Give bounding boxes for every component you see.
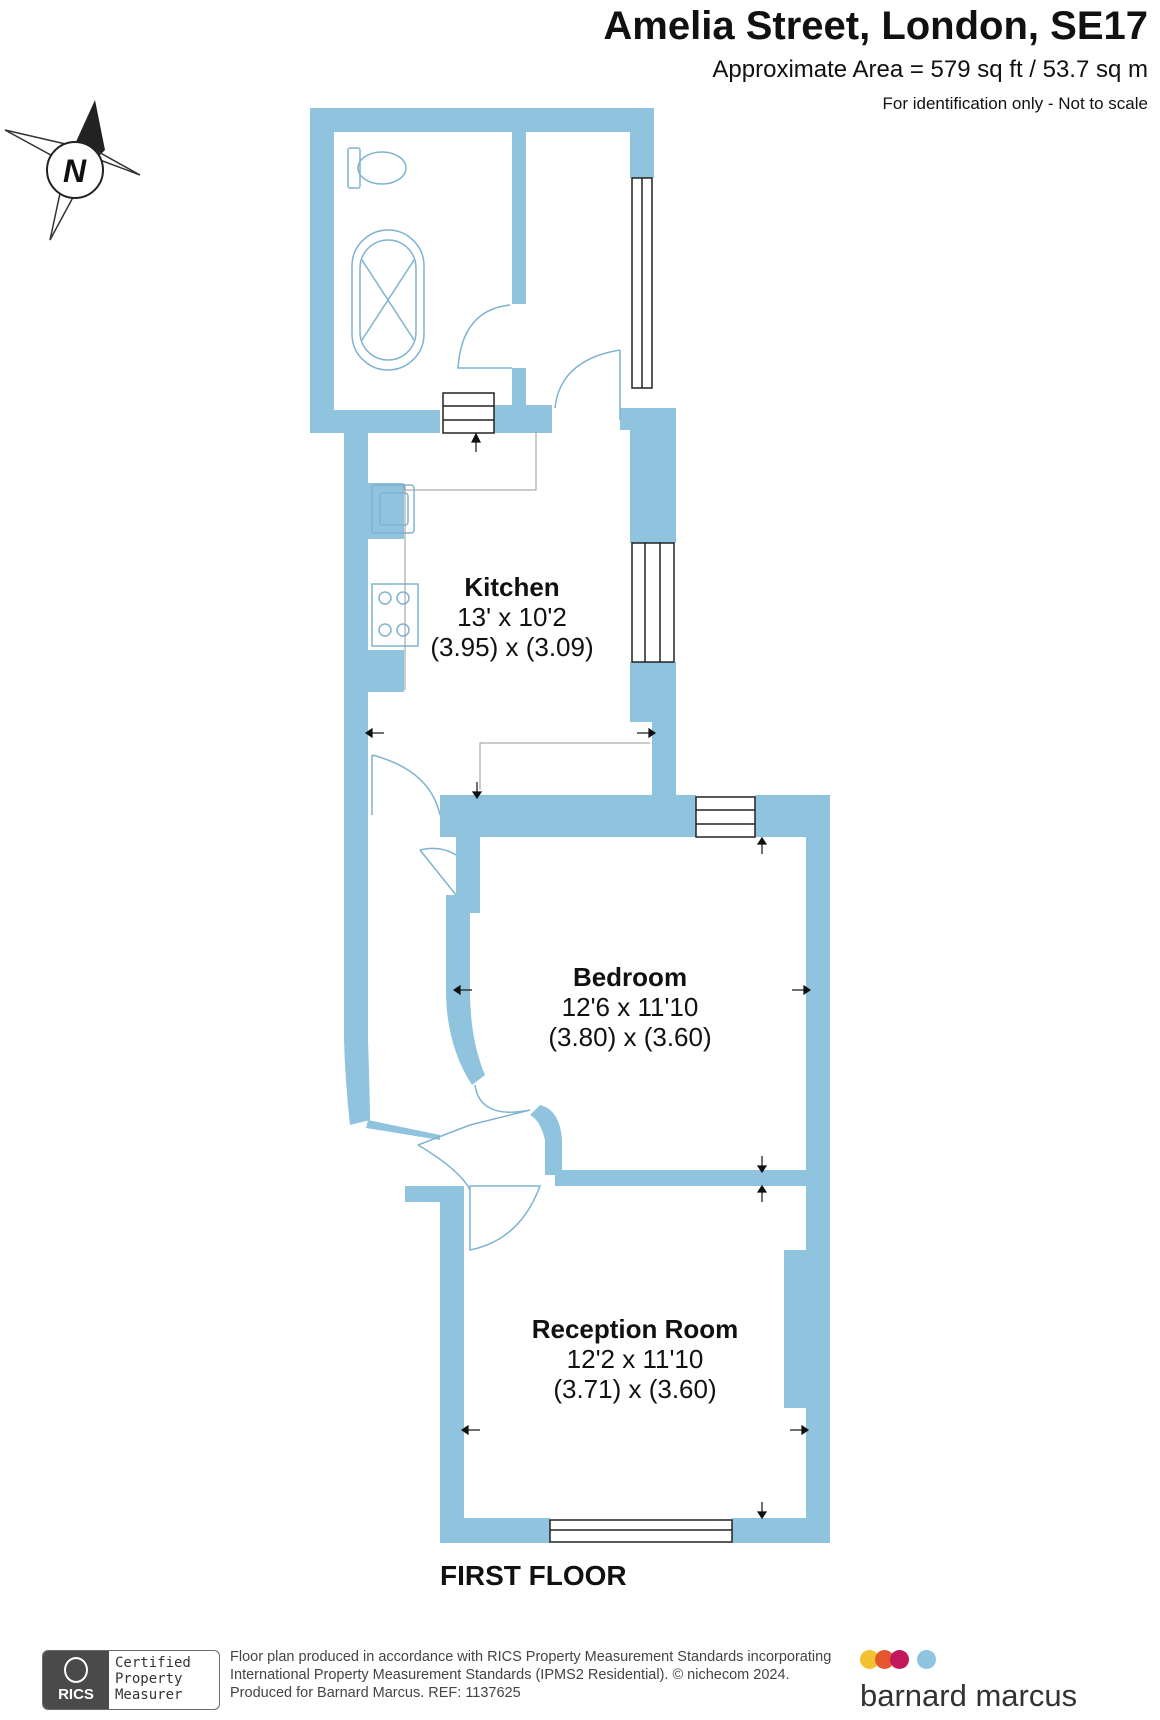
room-size-metric: (3.71) x (3.60)	[553, 1374, 717, 1404]
room-name: Kitchen	[464, 572, 560, 602]
dimension-markers	[364, 432, 812, 1520]
bathtub-icon	[351, 229, 425, 371]
brand-name: barnard marcus	[860, 1678, 1078, 1713]
property-title: Amelia Street, London, SE17	[603, 4, 1148, 48]
room-size-imperial: 13' x 10'2	[457, 602, 567, 632]
rics-logo-icon: RICS	[43, 1651, 109, 1709]
room-size-imperial: 12'6 x 11'10	[561, 992, 699, 1022]
brand-dot	[860, 1650, 879, 1669]
doors	[371, 304, 621, 1251]
fixtures	[347, 147, 650, 790]
compass-letter: N	[63, 153, 87, 189]
windows	[442, 177, 756, 1543]
rics-badge-text: Certified Property Measurer	[109, 1651, 197, 1709]
scale-disclaimer: For identification only - Not to scale	[882, 94, 1148, 113]
rics-certified-badge: RICS Certified Property Measurer	[42, 1650, 220, 1710]
room-label-bedroom: Bedroom 12'6 x 11'10 (3.80) x (3.60)	[520, 962, 740, 1052]
badge-line: Property	[115, 1671, 183, 1687]
room-label-reception-room: Reception Room 12'2 x 11'10 (3.71) x (3.…	[510, 1314, 760, 1404]
room-name: Bedroom	[572, 962, 688, 992]
footer-line: International Property Measurement Stand…	[230, 1667, 790, 1683]
room-size-imperial: 12'2 x 11'10	[566, 1344, 704, 1374]
room-label-kitchen: Kitchen 13' x 10'2 (3.95) x (3.09)	[412, 572, 612, 662]
toilet-icon	[347, 147, 361, 189]
sink-icon	[371, 484, 415, 534]
brand-dot	[917, 1650, 936, 1669]
brand-logo: barnard marcus	[860, 1650, 1077, 1714]
rics-mark-text: RICS	[58, 1686, 94, 1703]
floor-label: FIRST FLOOR	[440, 1560, 627, 1591]
footer-line: Produced for Barnard Marcus. REF: 113762…	[230, 1685, 521, 1701]
footer-line: Floor plan produced in accordance with R…	[230, 1649, 832, 1665]
room-size-metric: (3.95) x (3.09)	[430, 632, 594, 662]
hob-icon	[371, 583, 419, 647]
footer-disclaimer: Floor plan produced in accordance with R…	[230, 1648, 831, 1702]
badge-line: Certified	[115, 1655, 191, 1671]
approximate-area: Approximate Area = 579 sq ft / 53.7 sq m	[712, 56, 1148, 83]
room-size-metric: (3.80) x (3.60)	[548, 1022, 712, 1052]
walls	[310, 108, 830, 1543]
north-arrow-icon: N	[4, 100, 141, 241]
brand-dot	[875, 1650, 894, 1669]
badge-line: Measurer	[115, 1687, 183, 1703]
brand-dot	[890, 1650, 909, 1669]
toilet-bowl-icon	[357, 151, 407, 185]
brand-dots-icon	[860, 1650, 1077, 1672]
room-name: Reception Room	[531, 1314, 739, 1344]
